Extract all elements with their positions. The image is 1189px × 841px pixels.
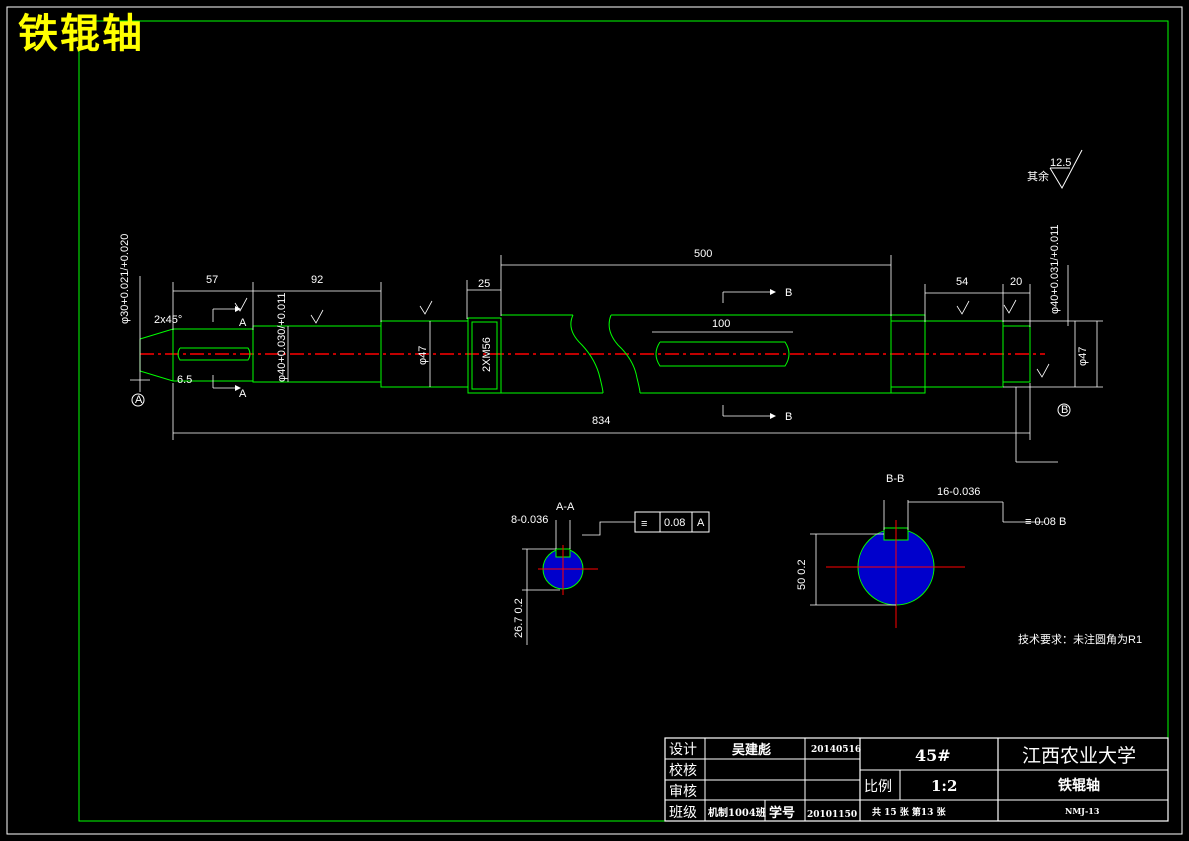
roughness-symbol: 其余 12.5 xyxy=(1027,149,1083,190)
section-aa-keyway: 8-0.036 xyxy=(511,514,548,526)
tb-student-no: 20101150 xyxy=(807,810,857,820)
tb-review-label: 审核 xyxy=(669,784,697,800)
section-mark-b-top: B xyxy=(785,287,792,299)
tb-design-label: 设计 xyxy=(669,742,697,758)
section-bb-keyway: 16-0.036 xyxy=(937,486,980,498)
shaft-outline xyxy=(139,314,1031,394)
section-bb-title: B-B xyxy=(886,473,904,485)
roughness-ticks xyxy=(234,297,1050,378)
section-mark-b-bottom: B xyxy=(785,411,792,423)
tb-school: 江西农业大学 xyxy=(1022,745,1136,767)
tb-sheets: 共 15 张 第13 张 xyxy=(872,806,947,818)
section-bb-tolerance-box: ≡ 0.08 B xyxy=(1025,516,1066,528)
dim-57: 57 xyxy=(206,274,218,286)
dimension-lines xyxy=(130,255,1103,463)
roughness-value: 12.5 xyxy=(1050,157,1071,169)
sheet-border xyxy=(6,6,1183,835)
section-aa-depth: 26.7 0.2 xyxy=(513,598,525,638)
drawing-frame xyxy=(78,20,1169,822)
title-block: 设计 吴建彪 20140516 校核 审核 班级 机制1004班 学号 2010… xyxy=(664,737,1169,822)
dim-834: 834 xyxy=(592,415,610,427)
arrowheads xyxy=(235,289,776,419)
tb-drawing-no: NMJ-13 xyxy=(1065,806,1100,816)
tolerance-symbol: ≡ xyxy=(641,518,647,530)
dim-dia40-right: φ40+0.031/+0.011 xyxy=(1049,224,1061,314)
dim-25: 25 xyxy=(478,278,490,290)
section-bb: B-B 16-0.036 50 0.2 ≡ 0.08 B xyxy=(796,473,1066,628)
dim-20: 20 xyxy=(1010,276,1022,288)
roughness-label: 其余 xyxy=(1027,169,1049,183)
tb-scale-value: 1:2 xyxy=(931,777,957,795)
svg-text:B: B xyxy=(1061,404,1068,416)
tolerance-value: 0.08 xyxy=(664,517,685,529)
tb-material: 45# xyxy=(915,746,951,765)
tb-student-no-label: 学号 xyxy=(769,805,795,821)
dim-100: 100 xyxy=(712,318,730,330)
tb-class-label: 班级 xyxy=(669,805,697,821)
svg-text:A: A xyxy=(135,394,143,406)
dim-dia47-right: φ47 xyxy=(1077,347,1089,366)
datum-b-marker: B xyxy=(1057,403,1071,417)
dim-chamfer: 2x45° xyxy=(154,314,182,326)
dim-6-5: 6.5 xyxy=(177,374,192,386)
datum-a-marker: A xyxy=(131,393,145,407)
dim-thread: 2XM56 xyxy=(481,337,493,372)
dim-dia47-left: φ47 xyxy=(417,346,429,365)
tolerance-datum: A xyxy=(697,517,705,529)
overlay-title: 铁辊轴 xyxy=(18,11,144,57)
dim-54: 54 xyxy=(956,276,968,288)
tb-part-name: 铁辊轴 xyxy=(1058,777,1100,794)
dim-dia40: φ40+0.030/+0.011 xyxy=(276,292,288,382)
dim-dia30: φ30+0.021/+0.020 xyxy=(119,234,131,324)
tb-class-value: 机制1004班 xyxy=(708,806,766,819)
tb-check-label: 校核 xyxy=(669,762,697,779)
dim-500: 500 xyxy=(694,248,712,260)
section-mark-a-top: A xyxy=(239,317,247,329)
section-mark-a-bottom: A xyxy=(239,388,247,400)
tech-note: 技术要求：未注圆角为R1 xyxy=(1018,632,1142,646)
section-bb-depth: 50 0.2 xyxy=(796,559,808,590)
dim-92: 92 xyxy=(311,274,323,286)
tb-scale-label: 比例 xyxy=(864,779,892,795)
section-aa-title: A-A xyxy=(556,501,575,513)
tb-design-date: 20140516 xyxy=(811,745,861,755)
tb-designer: 吴建彪 xyxy=(732,742,771,758)
section-aa: A-A 8-0.036 26.7 0.2 ≡ 0.08 A xyxy=(511,501,710,645)
